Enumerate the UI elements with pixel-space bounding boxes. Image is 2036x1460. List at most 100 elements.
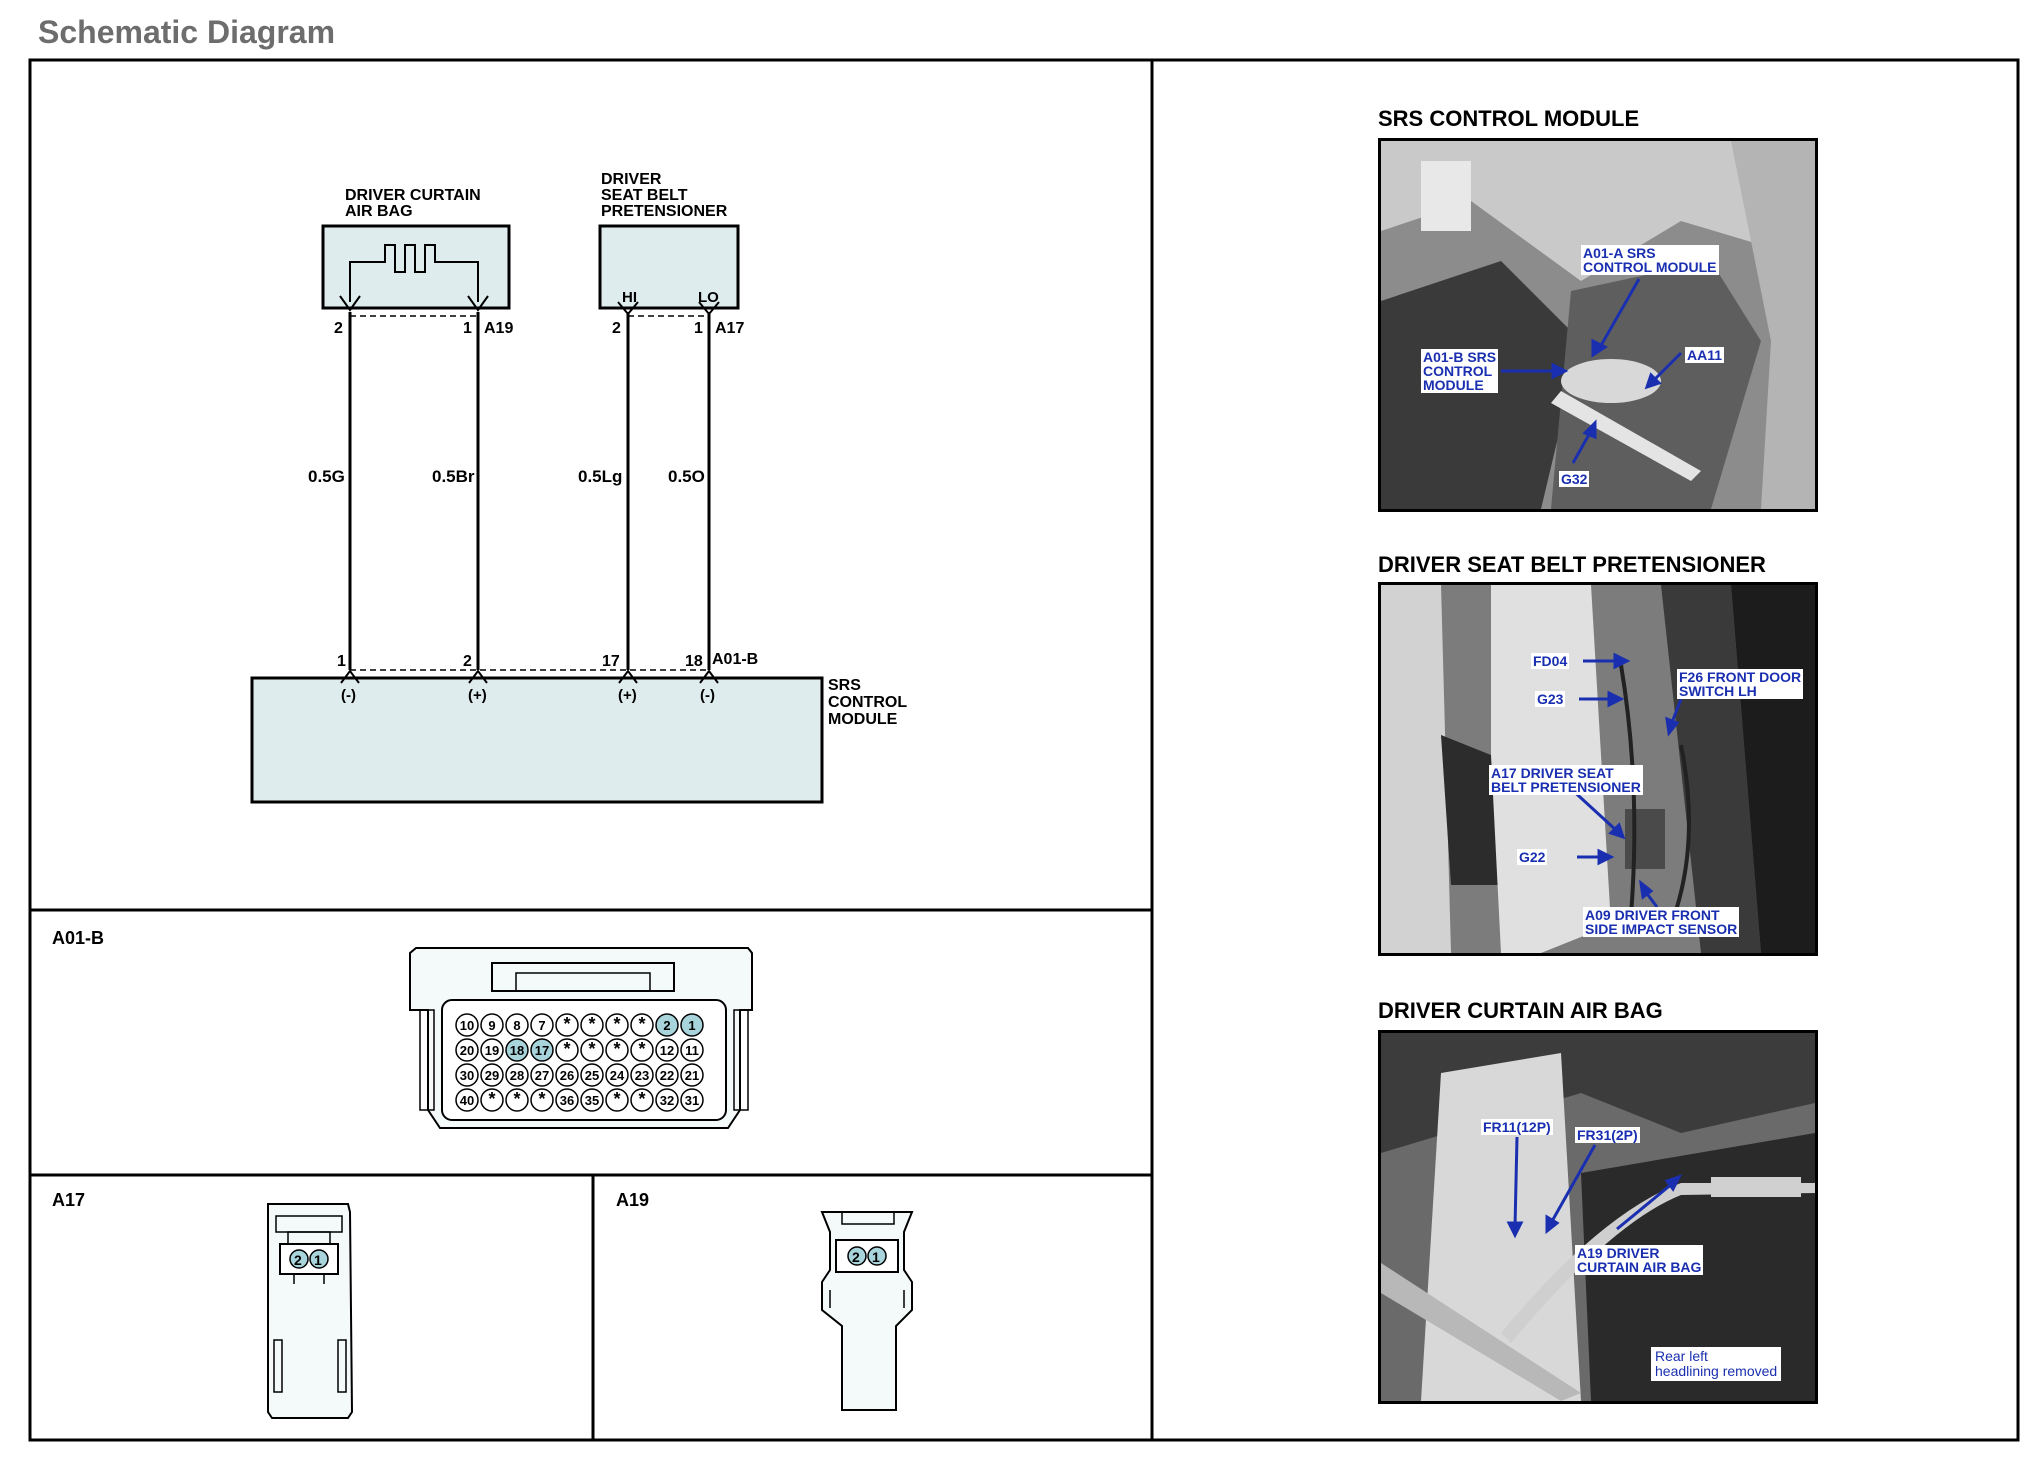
a01b-pin-cavity <box>455 1063 479 1087</box>
a01b-pin-label: 32 <box>660 1093 674 1108</box>
a01b-pin-label: 18 <box>510 1043 524 1058</box>
wire-label: 0.5Lg <box>578 467 622 486</box>
a01b-pin-label: 1 <box>688 1018 695 1033</box>
a01b-pin-label: * <box>513 1089 520 1109</box>
a19-pin: 2 <box>852 1249 860 1265</box>
a01b-pin-label: * <box>563 1014 570 1034</box>
a01b-pin-label: * <box>638 1014 645 1034</box>
driver-seatbelt-pretensioner-component: DRIVER SEAT BELT PRETENSIONER HI LO 2 1 … <box>598 171 744 337</box>
a01b-pin-label: * <box>638 1089 645 1109</box>
a01b-pin-cavity <box>455 1013 479 1037</box>
connector-a19: A19 2 1 <box>616 1190 914 1411</box>
a01b-pin-cavity <box>505 1013 529 1037</box>
a01b-pin-cavity <box>605 1063 629 1087</box>
a01b-pin-label: 40 <box>460 1093 474 1108</box>
connector-a17: A17 2 1 <box>52 1190 354 1419</box>
driver-curtain-airbag-component: DRIVER CURTAIN AIR BAG 2 1 A19 <box>321 187 513 337</box>
connector-id: A17 <box>715 320 744 337</box>
a01b-pin-cavity <box>605 1088 629 1112</box>
pin-number: 18 <box>685 653 703 670</box>
a01b-pin-cavity <box>555 1063 579 1087</box>
a01b-pin-cavity <box>555 1088 579 1112</box>
a01b-pin-label: 31 <box>685 1093 699 1108</box>
a01b-pin-cavity <box>505 1088 529 1112</box>
a01b-pin-label: * <box>538 1089 545 1109</box>
srs-control-module-block: 1 2 17 18 A01-B (-) (+) (+) (-) SRS CONT… <box>250 651 907 804</box>
a01b-pin-label: 29 <box>485 1068 499 1083</box>
a01b-pin-label: 22 <box>660 1068 674 1083</box>
a01b-pin-cavity <box>480 1038 504 1062</box>
pin-number: 2 <box>463 653 472 670</box>
connector-view-label: A17 <box>52 1190 85 1210</box>
a01b-pin-label: 25 <box>585 1068 599 1083</box>
a01b-pin-label: 10 <box>460 1018 474 1033</box>
pin-number: 17 <box>602 653 620 670</box>
photo-driver-curtain-airbag: FR11(12P) FR31(2P) A19 DRIVER CURTAIN AI… <box>1378 1030 1818 1404</box>
a17-pin: 2 <box>294 1252 302 1268</box>
photo-curtain-image <box>1381 1033 1815 1401</box>
pin-number: 1 <box>463 320 472 337</box>
terminal-lo: LO <box>698 289 719 306</box>
a01b-pin-label: * <box>613 1039 620 1059</box>
a01b-pin-label: 27 <box>535 1068 549 1083</box>
a01b-pin-label: 2 <box>663 1018 670 1033</box>
a01b-pin-label: 8 <box>513 1018 520 1033</box>
a01b-pin-label: 24 <box>610 1068 625 1083</box>
a01b-pin-cavity <box>530 1088 554 1112</box>
connector-view-label: A19 <box>616 1190 649 1210</box>
pin-number: 2 <box>612 320 621 337</box>
pin-number: 1 <box>337 653 346 670</box>
a01b-pin-label: 11 <box>685 1043 699 1058</box>
callout-g22: G22 <box>1517 849 1548 865</box>
a17-pin: 1 <box>314 1252 322 1268</box>
a01b-pin-label: * <box>588 1014 595 1034</box>
photo-title-seatbelt: DRIVER SEAT BELT PRETENSIONER <box>1378 552 1766 577</box>
a01b-pin-cavity <box>480 1063 504 1087</box>
photo-frame <box>1150 58 2020 1442</box>
a01b-pin-cavity <box>630 1013 654 1037</box>
component-label-line: DRIVER CURTAIN <box>345 187 481 204</box>
a01b-pin-label: * <box>613 1014 620 1034</box>
callout-a09: A09 DRIVER FRONT SIDE IMPACT SENSOR <box>1583 907 1740 937</box>
photo-note: Rear left headlining removed <box>1651 1347 1782 1381</box>
a01b-pin-cavity <box>630 1088 654 1112</box>
polarity-label: (+) <box>468 687 487 704</box>
a01b-pin-cavity <box>555 1013 579 1037</box>
a01b-pin-label: 26 <box>560 1068 574 1083</box>
wire-label: 0.5Br <box>432 467 475 486</box>
callout-a01b: A01-B SRS CONTROL MODULE <box>1421 349 1499 393</box>
callout-a17: A17 DRIVER SEAT BELT PRETENSIONER <box>1489 765 1643 795</box>
a01b-pin-cavity <box>530 1038 554 1062</box>
module-label-line: CONTROL <box>828 694 907 711</box>
module-label-line: SRS <box>828 677 861 694</box>
terminal-hi: HI <box>622 289 637 306</box>
a01b-pin-cavity <box>555 1038 579 1062</box>
a01b-pin-cavity <box>655 1088 679 1112</box>
a01b-pin-label: * <box>488 1089 495 1109</box>
connector-id: A19 <box>484 320 513 337</box>
photo-srs-control-module: A01-A SRS CONTROL MODULE A01-B SRS CONTR… <box>1378 138 1818 512</box>
callout-fd04: FD04 <box>1531 653 1570 669</box>
wire-bundle: 0.5G 0.5Br 0.5Lg 0.5O <box>308 312 711 670</box>
polarity-label: (+) <box>618 687 637 704</box>
photo-srs-image <box>1381 141 1815 509</box>
a01b-pin-cavity <box>680 1013 704 1037</box>
a01b-pin-label: * <box>638 1039 645 1059</box>
a01b-pin-label: 30 <box>460 1068 474 1083</box>
a01b-pin-cavity <box>630 1063 654 1087</box>
a01b-pin-cavity <box>455 1038 479 1062</box>
wire-label: 0.5O <box>668 467 705 486</box>
a01b-pin-label: * <box>588 1039 595 1059</box>
module-label-line: MODULE <box>828 711 898 728</box>
a01b-pin-cavity <box>655 1038 679 1062</box>
a01b-pin-cavity <box>680 1063 704 1087</box>
a01b-pin-cavity <box>580 1088 604 1112</box>
a01b-pin-cavity <box>480 1013 504 1037</box>
a01b-pin-cavity <box>580 1013 604 1037</box>
a01b-pin-cavity <box>455 1088 479 1112</box>
photo-title-srs: SRS CONTROL MODULE <box>1378 106 1640 131</box>
a01b-pin-label: 19 <box>485 1043 499 1058</box>
component-label-line: SEAT BELT <box>601 187 688 204</box>
